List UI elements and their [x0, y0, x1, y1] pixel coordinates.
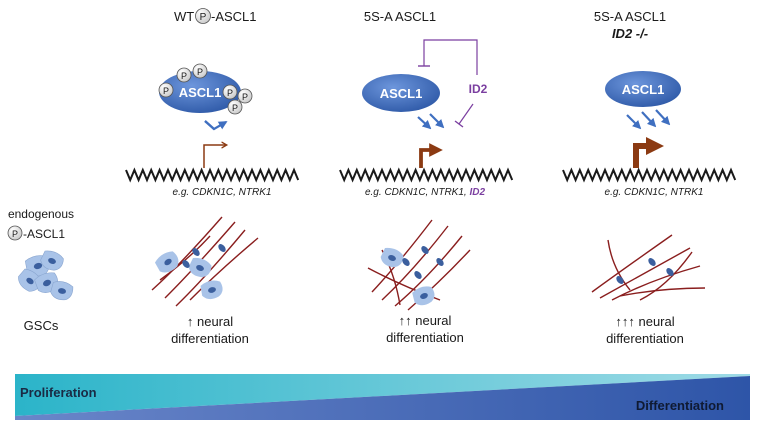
double-arrow-icon [429, 113, 445, 129]
ascl1-protein-wt: ASCL1 P P P P P P [158, 63, 253, 115]
ascl1-label: ASCL1 [380, 86, 423, 101]
circled-p-icon [237, 88, 253, 104]
svg-text:↑↑↑ neural: ↑↑↑ neural [615, 314, 674, 329]
endogenous-label: endogenous [8, 207, 74, 221]
circled-p-icon [227, 99, 243, 115]
circled-p-icon [176, 67, 192, 83]
circled-p-icon [192, 63, 208, 79]
phospho-label: P [242, 92, 248, 102]
gsc-cell-cluster [18, 250, 74, 301]
outcome-wt: ↑ neural differentiation [171, 314, 249, 346]
column-title-5sa: 5S-A ASCL1 [364, 9, 436, 24]
ascl1-label: ASCL1 [179, 85, 222, 100]
ascl1-oval [159, 71, 241, 113]
gene-example-id2ko: e.g. CDKN1C, NTRK1 [605, 187, 704, 198]
endogenous-p-ascl1: P -ASCL1 [7, 225, 65, 241]
bent-arrow-icon [203, 145, 226, 168]
outcome-5sa: ↑↑ neural differentiation [386, 313, 464, 345]
neuron-cluster-5sa [367, 219, 471, 311]
circled-p-icon [158, 82, 174, 98]
phospho-label: P [227, 88, 233, 98]
column-title-wt: WT P -ASCL1 [174, 8, 257, 24]
zigzag-dna-icon [125, 167, 300, 183]
gene-example-5sa: e.g. CDKN1C, NTRK1, ID2 [365, 187, 486, 198]
neuron-cluster-wt [151, 216, 259, 307]
bent-arrow-icon [633, 137, 664, 168]
svg-text:P: P [12, 229, 18, 239]
differentiation-label: Differentiation [636, 398, 724, 413]
gscs-label: GSCs [24, 318, 59, 333]
circled-p-icon [222, 84, 238, 100]
double-arrow-icon [641, 111, 657, 128]
phospho-label: P [181, 71, 187, 81]
ascl1-protein-5sa [362, 74, 440, 112]
column-subtitle-id2ko: ID2 -/- [612, 26, 648, 41]
inhibition-line-bottom [458, 103, 474, 125]
gradient-bar: Proliferation Differentiation [15, 374, 750, 420]
gene-example-wt: e.g. CDKN1C, NTRK1 [173, 187, 272, 198]
svg-text:differentiation: differentiation [171, 331, 249, 346]
phospho-label: P [232, 103, 238, 113]
bent-arrow-icon [419, 143, 443, 168]
svg-text:↑↑ neural: ↑↑ neural [399, 313, 452, 328]
phospho-label: P [163, 86, 169, 96]
title-wt-p: P [200, 12, 207, 23]
svg-text:↑ neural: ↑ neural [187, 314, 233, 329]
double-arrow-icon [417, 116, 432, 130]
phospho-groups: P P P P P P [158, 63, 253, 115]
ascl1-protein-id2ko [605, 71, 681, 107]
svg-text:differentiation: differentiation [606, 331, 684, 346]
proliferation-wedge [15, 374, 750, 416]
t-bar-icon [454, 120, 464, 128]
zigzag-dna-icon [339, 167, 514, 183]
title-wt-suffix: -ASCL1 [211, 9, 257, 24]
id2-label: ID2 [469, 82, 488, 96]
column-title-5sa-id2ko: 5S-A ASCL1 [594, 9, 666, 24]
circled-p-icon [195, 8, 211, 24]
ascl1-label: ASCL1 [622, 82, 665, 97]
neuron-cluster-id2ko [591, 234, 706, 301]
differentiation-wedge [15, 376, 750, 420]
double-arrow-icon [626, 114, 642, 130]
svg-text:-ASCL1: -ASCL1 [23, 227, 65, 241]
svg-text:differentiation: differentiation [386, 330, 464, 345]
phospho-label: P [197, 67, 203, 77]
proliferation-label: Proliferation [20, 385, 97, 400]
title-wt-prefix: WT [174, 9, 194, 24]
circled-p-icon [7, 225, 23, 241]
inhibition-line-top [423, 39, 478, 75]
double-arrow-icon [655, 109, 671, 126]
outcome-id2ko: ↑↑↑ neural differentiation [606, 314, 684, 346]
double-arrow-icon [204, 120, 215, 130]
zigzag-dna-icon [562, 167, 737, 183]
